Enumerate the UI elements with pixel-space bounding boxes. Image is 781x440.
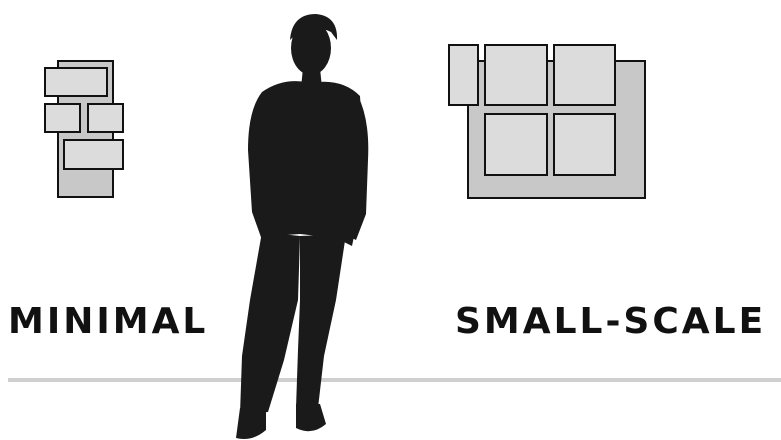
small-scale-frame-side bbox=[448, 44, 479, 106]
small-scale-label: SMALL-SCALE bbox=[455, 300, 766, 344]
person-silhouette bbox=[226, 10, 386, 440]
small-scale-frame-bottom-right bbox=[553, 113, 616, 176]
minimal-frame-middle-right bbox=[87, 103, 124, 133]
minimal-frame-middle-left bbox=[44, 103, 81, 133]
small-scale-frame-top-right bbox=[553, 44, 616, 106]
small-scale-frame-bottom-left bbox=[484, 113, 548, 176]
minimal-frame-top bbox=[44, 67, 108, 97]
minimal-frame-bottom bbox=[63, 139, 124, 170]
minimal-label: MINIMAL bbox=[8, 300, 208, 344]
small-scale-frame-top-left bbox=[484, 44, 548, 106]
floor-line bbox=[8, 378, 781, 382]
